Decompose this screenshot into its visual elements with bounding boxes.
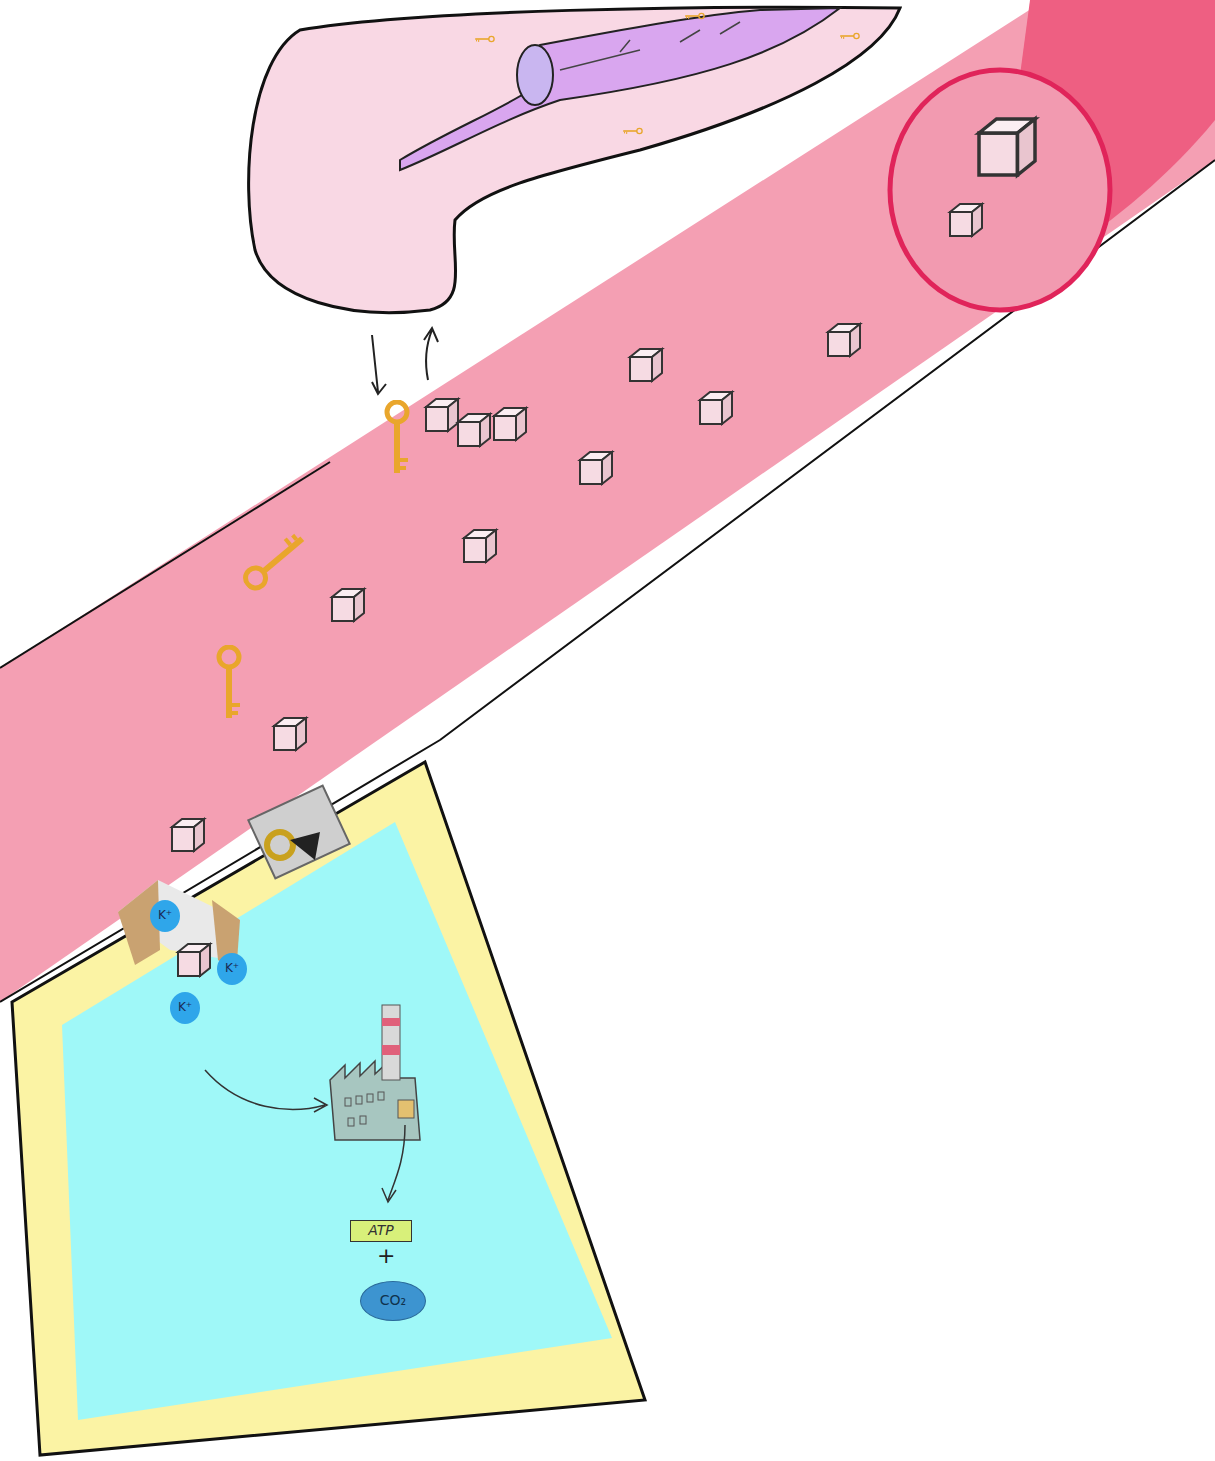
node-text: K⁺: [178, 1001, 192, 1014]
plus-sign: +: [377, 1243, 395, 1268]
glucose-cube: [178, 944, 210, 976]
potassium-ion: K⁺: [217, 953, 247, 985]
bound-insulin: [267, 832, 293, 858]
mitochondria-factory: [330, 1005, 420, 1140]
insulin-receptor: [248, 786, 349, 879]
vessel-lumen: [890, 70, 1110, 310]
cytoplasm: [62, 822, 612, 1420]
duct-opening: [517, 45, 553, 105]
atp-battery: ATP: [350, 1220, 412, 1242]
vessel-wall: [0, 462, 330, 668]
output-arrow: [382, 1125, 405, 1202]
potassium-ion: K⁺: [150, 900, 180, 932]
feedback-arrow: [424, 328, 438, 380]
tiny-keys: [475, 13, 859, 134]
potassium-ion: K⁺: [170, 992, 200, 1024]
node-text: K⁺: [225, 962, 239, 975]
uptake-arrow: [205, 1070, 327, 1112]
pancreatic-duct: [400, 8, 840, 170]
node-text: ATP: [368, 1223, 394, 1238]
keyhole: [290, 832, 320, 860]
blood-vessel: [0, 0, 1215, 1002]
secretion-arrow: [372, 335, 386, 394]
node-text: K⁺: [158, 909, 172, 922]
insulin-keys: [219, 402, 408, 718]
duct-branches: [560, 22, 740, 70]
transporter-flap: [212, 900, 240, 975]
node-text: CO₂: [380, 1293, 406, 1308]
cell-membrane: [12, 762, 645, 1455]
co2-bubble: CO₂: [360, 1281, 426, 1321]
